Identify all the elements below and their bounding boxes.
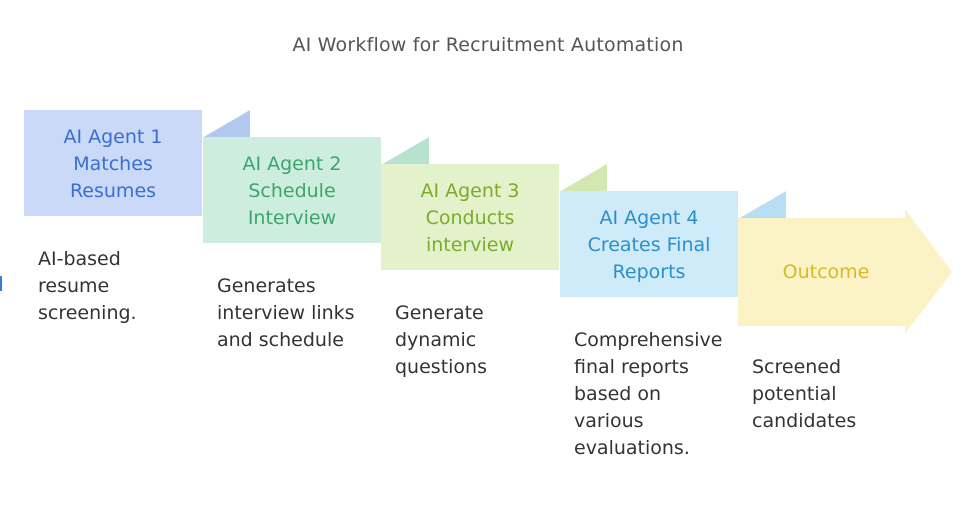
step-1-label: AI Agent 1 Matches Resumes	[63, 126, 163, 202]
outcome-description: Screened potential candidates	[752, 356, 857, 432]
step-3-label: AI Agent 3 Conducts interview	[420, 180, 520, 256]
step-3-fold	[559, 164, 607, 192]
edge-mark	[0, 276, 2, 291]
step-1-box	[24, 110, 202, 216]
step-3-box	[381, 164, 559, 270]
step-2-box	[203, 137, 381, 243]
step-1-description: AI-based resume screening.	[38, 248, 137, 324]
step-2-description: Generates interview links and schedule	[217, 275, 355, 351]
step-2-label: AI Agent 2 Schedule Interview	[242, 153, 342, 229]
outcome-arrow	[738, 209, 952, 334]
step-4-description: Comprehensive final reports based on var…	[574, 329, 723, 459]
diagram-title: AI Workflow for Recruitment Automation	[292, 34, 684, 56]
step-2-fold	[381, 137, 429, 165]
step-3-description: Generate dynamic questions	[395, 302, 487, 378]
step-4-box	[560, 191, 738, 297]
step-1-fold	[202, 110, 250, 138]
outcome-label: Outcome	[782, 261, 870, 283]
step-4-label: AI Agent 4 Creates Final Reports	[587, 207, 711, 283]
step-4-fold	[738, 191, 786, 219]
